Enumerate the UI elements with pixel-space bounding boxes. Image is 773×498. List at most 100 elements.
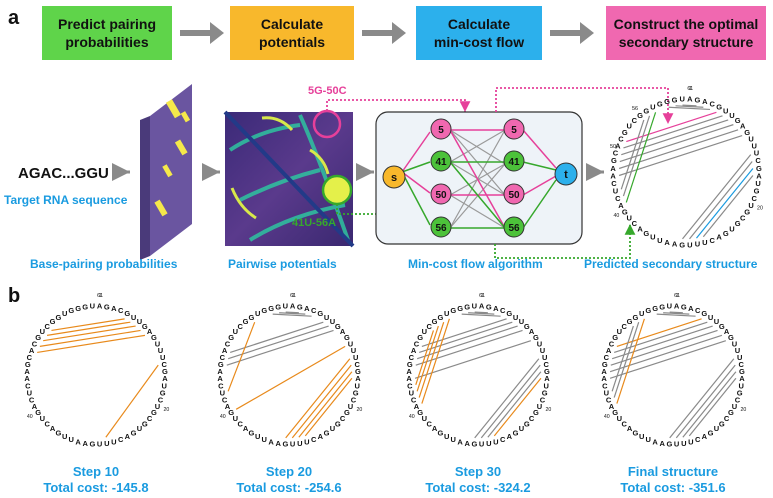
nucleotide-letter: G xyxy=(657,99,663,108)
flow-right-50: 50 xyxy=(503,183,525,205)
nucleotide-letter: G xyxy=(35,408,41,417)
nucleotide-letter: G xyxy=(75,304,81,313)
nucleotide-letter: U xyxy=(324,313,329,322)
nucleotide-letter: A xyxy=(275,439,281,448)
nucleotide-letter: U xyxy=(714,317,719,326)
nucleotide-letter: C xyxy=(618,134,624,143)
nucleotide-letter: A xyxy=(162,374,168,383)
nucleotide-letter: C xyxy=(237,322,243,331)
nucleotide-letter: U xyxy=(155,402,160,411)
nucleotide-letter: C xyxy=(25,381,31,390)
base-pair-line xyxy=(675,105,704,108)
nucleotide-letter: U xyxy=(737,353,742,362)
nucleotide-letter: U xyxy=(650,103,655,112)
position-number: 61 xyxy=(97,293,103,299)
nucleotide-letter: C xyxy=(237,419,243,428)
nucleotide-letter: G xyxy=(407,360,413,369)
base-pair-line xyxy=(285,311,299,314)
pipeline-step-2: Calculate potentials xyxy=(230,6,354,60)
flow-left-50-label: 50 xyxy=(435,190,447,201)
flow-edges-green xyxy=(401,161,557,229)
flow-edges-pink xyxy=(401,129,557,229)
nucleotide-letter: G xyxy=(151,333,157,342)
nucleotide-letter: G xyxy=(55,428,61,437)
nucleotide-letter: U xyxy=(348,339,353,348)
nucleotide-letter: G xyxy=(723,229,729,238)
nucleotide-letter: A xyxy=(674,302,680,311)
nucleotide-letter: G xyxy=(450,306,456,315)
step-4-cost: Total cost: -351.6 xyxy=(620,480,725,495)
nucleotide-letter: G xyxy=(533,333,539,342)
nucleotide-letter: A xyxy=(544,374,550,383)
nucleotide-letter: G xyxy=(632,313,638,322)
flow-right-5: 5 xyxy=(503,118,525,140)
base-pair-line xyxy=(461,313,501,317)
nucleotide-letter: U xyxy=(537,402,542,411)
panel-a-label: a xyxy=(8,7,20,29)
nucleotide-letter: U xyxy=(679,95,684,104)
flow-node-sink: t xyxy=(554,162,578,186)
base-pair-line xyxy=(682,154,752,240)
nucleotide-letter: G xyxy=(681,302,687,311)
nucleotide-letter: U xyxy=(732,339,737,348)
flow-right-41: 41 xyxy=(503,150,525,172)
nucleotide-letter: U xyxy=(160,353,165,362)
nucleotide-letter: A xyxy=(340,327,346,336)
nucleotide-letter: G xyxy=(437,428,443,437)
base-pair-line xyxy=(611,325,634,392)
step-1-title: Step 10 xyxy=(73,464,119,479)
flow-right-56: 56 xyxy=(503,216,525,238)
nucleotide-letter: A xyxy=(82,439,88,448)
nucleotide-letter: A xyxy=(610,171,616,180)
panel-b-label: b xyxy=(8,285,20,307)
nucleotide-letter: G xyxy=(142,419,148,428)
nucleotide-letter: C xyxy=(740,214,746,223)
nucleotide-letter: G xyxy=(464,302,470,311)
nucleotide-letter: G xyxy=(716,103,722,112)
nucleotide-letter: G xyxy=(637,111,643,120)
position-number: 61 xyxy=(479,293,485,299)
nucleotide-letter: C xyxy=(500,306,506,315)
nucleotide-letter: U xyxy=(542,353,547,362)
nucleotide-letter: C xyxy=(613,149,619,158)
nucleotide-letter: G xyxy=(754,187,760,196)
position-number: 40 xyxy=(220,414,226,420)
pipeline-step-3-line1: Calculate xyxy=(448,16,510,32)
nucleotide-letter: C xyxy=(407,381,413,390)
nucleotide-letter: G xyxy=(659,302,665,311)
nucleotide-letter: A xyxy=(688,304,694,313)
flow-left-5-label: 5 xyxy=(438,125,444,136)
base-pair-line xyxy=(415,329,523,366)
nucleotide-letter: G xyxy=(248,428,254,437)
base-pair-line xyxy=(227,321,256,392)
nucleotide-letter: U xyxy=(472,302,477,311)
nucleotide-letter: A xyxy=(147,327,153,336)
nucleotide-letter: A xyxy=(702,432,708,441)
nucleotide-letter: C xyxy=(411,395,417,404)
base-pair-line xyxy=(616,318,702,347)
nucleotide-letter: U xyxy=(667,302,672,311)
nucleotide-letter: G xyxy=(744,207,750,216)
position-number: 40 xyxy=(27,414,33,420)
nucleotide-letter: G xyxy=(719,419,725,428)
pipeline-arrow-3 xyxy=(550,22,594,44)
base-pair-line xyxy=(235,345,346,410)
nucleotide-letter: A xyxy=(406,367,412,376)
nucleotide-letter: A xyxy=(702,97,708,106)
base-pair-line xyxy=(415,330,435,386)
nucleotide-letter: A xyxy=(618,201,624,210)
nucleotide-letter: U xyxy=(40,414,45,423)
nucleotide-letter: G xyxy=(602,360,608,369)
nucleotide-letter: C xyxy=(218,381,224,390)
nucleotide-letter: U xyxy=(708,313,713,322)
nucleotide-letter: U xyxy=(537,339,542,348)
nucleotide-letter: U xyxy=(687,241,692,250)
nucleotide-letter: G xyxy=(513,428,519,437)
nucleotide-letter: G xyxy=(664,97,670,106)
nucleotide-letter: U xyxy=(40,327,45,336)
pipeline-step-3: Calculate min-cost flow xyxy=(416,6,542,60)
nucleotide-letter: U xyxy=(69,435,74,444)
base-pair-line xyxy=(625,112,657,203)
nucleotide-letter: G xyxy=(672,96,678,105)
